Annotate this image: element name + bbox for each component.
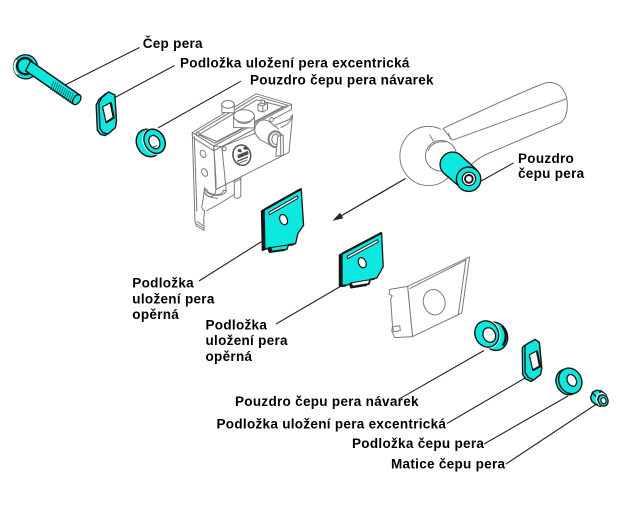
- svg-text:uložení pera: uložení pera: [206, 333, 289, 348]
- svg-text:čepu pera: čepu pera: [518, 166, 585, 181]
- svg-text:Matice čepu pera: Matice čepu pera: [391, 456, 506, 471]
- svg-text:opěrná: opěrná: [206, 349, 253, 364]
- svg-text:Podložka uložení pera excentri: Podložka uložení pera excentrická: [180, 55, 410, 70]
- svg-text:Podložka uložení pera excentri: Podložka uložení pera excentrická: [217, 417, 447, 432]
- svg-text:Pouzdro čepu pera návarek: Pouzdro čepu pera návarek: [250, 72, 434, 87]
- svg-text:opěrná: opěrná: [132, 307, 179, 322]
- svg-text:uložení pera: uložení pera: [132, 291, 215, 306]
- svg-text:Podložka čepu pera: Podložka čepu pera: [352, 436, 484, 451]
- svg-text:Podložka: Podložka: [206, 317, 268, 332]
- svg-text:Pouzdro čepu pera návarek: Pouzdro čepu pera návarek: [235, 394, 419, 409]
- svg-text:Pouzdro: Pouzdro: [518, 151, 574, 166]
- svg-text:Podložka: Podložka: [132, 276, 194, 291]
- svg-text:Čep pera: Čep pera: [143, 36, 203, 51]
